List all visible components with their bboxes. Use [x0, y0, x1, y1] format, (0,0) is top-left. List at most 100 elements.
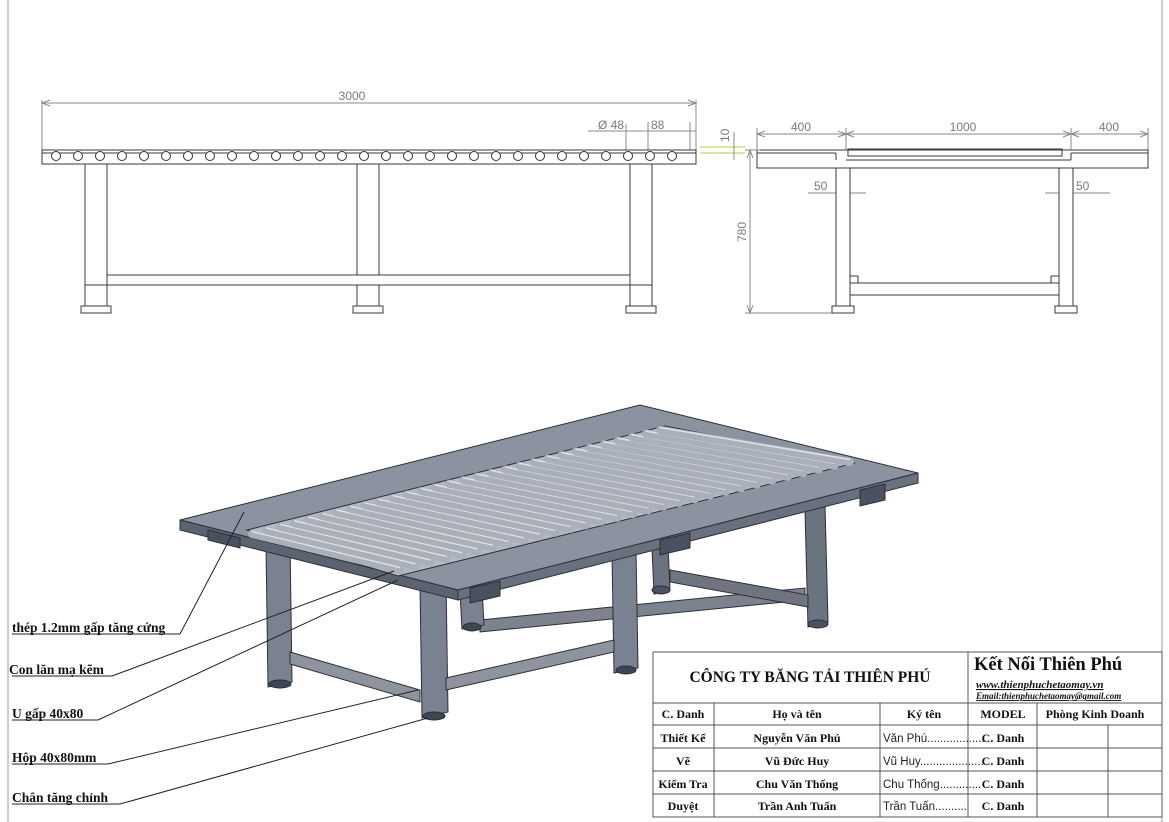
side-roller	[513, 151, 523, 161]
email-link[interactable]: Email:thienphuchetaomay@gmail.com	[975, 691, 1121, 701]
dim-roller-pitch: 88	[651, 118, 665, 132]
header-dept: Phòng Kinh Doanh	[1046, 707, 1145, 721]
row-role: Vẽ	[676, 754, 691, 768]
dim-roller-top	[700, 132, 745, 160]
row-title: C. Danh	[982, 731, 1025, 745]
side-roller	[249, 151, 259, 161]
dim-end-left: 400	[791, 120, 811, 134]
dim-side-length-label: 3000	[339, 89, 366, 103]
side-roller	[183, 151, 193, 161]
iso-roller	[656, 426, 854, 466]
row-title: C. Danh	[982, 799, 1025, 813]
iso-roller-highlight	[336, 509, 494, 546]
iso-roller	[557, 451, 746, 493]
side-roller	[557, 151, 567, 161]
side-roller	[403, 151, 413, 161]
iso-roller-highlight	[659, 426, 851, 461]
side-roller	[315, 151, 325, 161]
header-sign: Ký tên	[907, 707, 942, 721]
callout-box-section: Hộp 40x80mm	[12, 750, 97, 765]
iso-foot	[462, 622, 482, 632]
row-name: Chu Văn Thống	[756, 777, 838, 791]
side-roller	[623, 151, 633, 161]
side-roller	[117, 151, 127, 161]
dim-roller-diameter: Ø 48	[598, 118, 624, 132]
side-roller	[161, 151, 171, 161]
dim-end-widths	[755, 128, 1150, 150]
iso-lower-beam	[669, 569, 809, 608]
side-roller	[205, 151, 215, 161]
side-roller	[667, 151, 677, 161]
side-roller	[381, 151, 391, 161]
side-roller	[447, 151, 457, 161]
iso-roller	[346, 504, 513, 548]
iso-roller	[360, 501, 529, 545]
side-roller	[425, 151, 435, 161]
iso-roller-highlight	[294, 520, 447, 558]
dim-offset-left: 50	[814, 179, 828, 193]
side-roller	[139, 151, 149, 161]
iso-roller	[402, 490, 575, 534]
end-view: 400 1000 400 50 50 780	[735, 120, 1150, 315]
dim-offset-right: 50	[1076, 179, 1090, 193]
iso-roller-highlight	[392, 494, 556, 531]
side-roller	[95, 151, 105, 161]
isometric-view	[179, 404, 919, 721]
row-name: Vũ Đức Huy	[765, 754, 830, 768]
iso-roller	[290, 519, 451, 563]
side-roller	[359, 151, 369, 161]
row-title: C. Danh	[982, 777, 1025, 791]
iso-roller	[262, 526, 420, 571]
row-role: Duyệt	[668, 799, 699, 813]
dim-end-right: 400	[1099, 120, 1119, 134]
iso-roller	[276, 522, 436, 567]
callout-adjust-foot: Chân tăng chỉnh	[12, 790, 109, 805]
iso-roller	[627, 433, 823, 474]
iso-roller-highlight	[279, 523, 432, 561]
side-roller	[579, 151, 589, 161]
iso-roller	[388, 494, 560, 537]
side-roller	[645, 151, 655, 161]
iso-foot	[268, 679, 292, 689]
iso-roller-highlight	[308, 516, 463, 554]
iso-roller-highlight	[350, 505, 509, 543]
iso-roller	[543, 454, 730, 496]
iso-foot	[651, 585, 671, 595]
side-rollers	[51, 151, 677, 161]
iso-roller	[459, 476, 637, 519]
row-role: Kiểm Tra	[658, 777, 707, 791]
iso-roller	[529, 458, 715, 500]
website-link[interactable]: www.thienphuchetaomay.vn	[976, 679, 1104, 691]
side-roller	[535, 151, 545, 161]
dim-side-length	[40, 99, 698, 150]
side-roller	[491, 151, 501, 161]
side-roller	[337, 151, 347, 161]
iso-roller	[304, 515, 467, 560]
iso-foot	[422, 711, 446, 721]
iso-roller	[332, 508, 498, 552]
brand-name: Kết Nối Thiên Phú	[974, 655, 1122, 675]
header-name: Họ và tên	[772, 707, 822, 721]
row-signature: Văn Phú..................	[883, 733, 985, 745]
row-signature: Vũ Huy....................	[883, 756, 984, 768]
iso-foot	[807, 619, 829, 629]
dim-height-label: 780	[735, 222, 749, 242]
side-roller	[271, 151, 281, 161]
row-signature: Chu Thống.............	[883, 779, 981, 791]
title-block: CÔNG TY BĂNG TẢI THIÊN PHÚ Kết Nối Thiên…	[652, 651, 1163, 818]
header-model: MODEL	[980, 707, 1025, 721]
row-signature: Trần Tuấn..........	[883, 801, 967, 813]
end-bed	[756, 149, 1149, 169]
row-title: C. Danh	[982, 754, 1025, 768]
iso-roller	[501, 465, 684, 507]
end-bottom-beam	[849, 282, 1060, 296]
iso-roller	[416, 486, 591, 530]
iso-roller	[599, 440, 792, 481]
row-role: Thiết Kế	[661, 731, 707, 745]
iso-roller-highlight	[322, 512, 478, 550]
dim-end-mid: 1000	[950, 120, 977, 134]
iso-roller	[318, 512, 482, 556]
dim-roller	[588, 122, 696, 150]
iso-roller-highlight	[251, 530, 401, 569]
callout-roller: Con lăn mạ kẽm	[9, 662, 105, 677]
